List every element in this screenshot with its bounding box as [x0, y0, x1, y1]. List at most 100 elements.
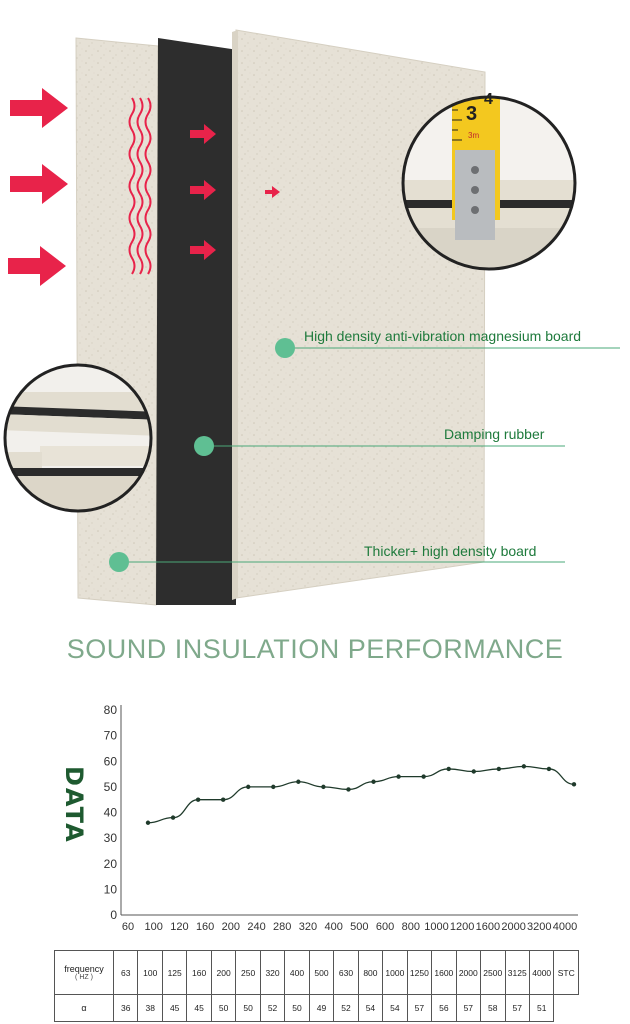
table-cell-value: 54 — [357, 994, 384, 1022]
table-cell-value: 50 — [284, 994, 310, 1022]
table-cell-value: 57 — [504, 994, 530, 1022]
data-point — [296, 779, 301, 784]
y-tick-label: 60 — [104, 754, 118, 768]
frequency-label: frequency — [64, 964, 104, 975]
section-title: SOUND INSULATION PERFORMANCE — [66, 634, 564, 664]
arrow-right-icon — [190, 240, 216, 260]
data-point — [195, 797, 201, 802]
x-tick-label: 400 — [324, 921, 342, 933]
arrow-right-icon — [190, 180, 216, 200]
table-cell-frequency: 400 — [284, 949, 310, 996]
x-tick-label: 120 — [170, 921, 188, 933]
y-tick-label: 50 — [104, 780, 118, 794]
table-cell-value: 56 — [431, 994, 457, 1022]
table-cell-value: 38 — [137, 994, 163, 1022]
callout-dot-magnesium — [275, 338, 295, 358]
data-point — [421, 774, 426, 779]
y-tick-label: 20 — [104, 857, 118, 871]
table-cell-frequency: 250 — [235, 949, 261, 996]
table-cell-value: 57 — [455, 994, 482, 1022]
data-point — [521, 764, 527, 769]
data-point — [321, 784, 326, 790]
x-tick-label: 320 — [299, 921, 317, 933]
callout-dot-thicker — [109, 552, 129, 572]
y-tick-label: 80 — [104, 703, 118, 717]
table-cell-frequency: 2500 — [480, 949, 506, 996]
table-cell-frequency: 125 — [161, 949, 188, 996]
table-cell-value: 45 — [161, 994, 188, 1022]
table-cell-value: 52 — [259, 994, 286, 1022]
data-point — [246, 784, 251, 790]
table-cell-frequency: STC — [553, 949, 579, 996]
tape-mark-3: 3 — [466, 103, 477, 125]
tape-mark-3m: 3m — [468, 131, 479, 140]
cross-section-zoom — [3, 363, 153, 513]
series-line — [147, 765, 575, 824]
y-tick-label: 30 — [104, 831, 118, 845]
x-tick-label: 100 — [145, 921, 163, 933]
table-cell-value: 50 — [210, 994, 237, 1022]
data-point — [220, 797, 226, 802]
x-tick-label: 60 — [122, 921, 134, 933]
table-cell-frequency: 1600 — [431, 949, 457, 996]
y-tick-label: 70 — [104, 729, 118, 743]
table-cell-value: 58 — [480, 994, 506, 1022]
y-tick-label: 0 — [110, 908, 117, 922]
x-tick-label: 1600 — [476, 921, 500, 933]
table-cell-frequency: 200 — [210, 949, 237, 996]
x-tick-label: 160 — [196, 921, 214, 933]
table-cell-frequency: 1000 — [382, 949, 408, 996]
data-point — [471, 769, 476, 774]
x-tick-label: 3200 — [527, 921, 551, 933]
tape-mark-4: 4 — [484, 91, 493, 108]
table-header-frequency: frequency( HZ ) — [54, 949, 114, 996]
data-point — [571, 782, 577, 787]
table-cell-frequency: 500 — [308, 949, 335, 996]
data-point — [346, 787, 351, 792]
tape-measure-zoom: 3 4 3m — [401, 91, 577, 271]
x-tick-label: 4000 — [553, 921, 577, 933]
data-point — [371, 779, 376, 784]
table-cell-frequency: 160 — [186, 949, 212, 996]
arrow-right-icon — [190, 124, 216, 144]
arrow-right-icon — [8, 246, 66, 286]
damping-rubber-layer — [156, 38, 238, 605]
y-tick-label: 10 — [104, 882, 118, 896]
data-point — [145, 820, 151, 825]
x-tick-label: 280 — [273, 921, 291, 933]
label-damping-rubber: Damping rubber — [444, 426, 545, 442]
data-point — [546, 766, 552, 772]
table-cell-frequency: 1250 — [406, 949, 433, 996]
data-point — [396, 774, 401, 779]
layered-board-illustration: 3 4 3m — [3, 29, 620, 606]
table-cell-value: 51 — [528, 994, 555, 1022]
x-tick-label: 800 — [402, 921, 420, 933]
table-cell-frequency: 630 — [333, 949, 359, 996]
chart-ylabel: DATA — [60, 766, 88, 844]
data-point — [170, 815, 176, 820]
arrow-right-icon — [10, 164, 68, 204]
sound-wave-icon — [128, 97, 152, 275]
table-cell-value: 50 — [235, 994, 261, 1022]
table-cell-frequency: 320 — [259, 949, 286, 996]
label-thicker-board: Thicker+ high density board — [364, 543, 537, 559]
data-point — [271, 784, 276, 790]
arrow-right-icon — [265, 186, 280, 198]
table-cell-frequency: 2000 — [455, 949, 482, 996]
x-tick-label: 1200 — [450, 921, 474, 933]
table-cell-frequency: 4000 — [528, 949, 555, 996]
table-cell-value: 45 — [186, 994, 212, 1022]
data-point — [446, 766, 451, 772]
callout-dot-rubber — [194, 436, 214, 456]
table-cell-value: 36 — [112, 994, 139, 1022]
x-tick-label: 2000 — [501, 921, 525, 933]
data-point — [496, 766, 502, 772]
table-cell-frequency: 3125 — [504, 949, 530, 996]
table-cell-frequency: 63 — [112, 949, 139, 996]
frequency-unit: ( HZ ) — [75, 974, 93, 982]
x-tick-label: 600 — [376, 921, 394, 933]
